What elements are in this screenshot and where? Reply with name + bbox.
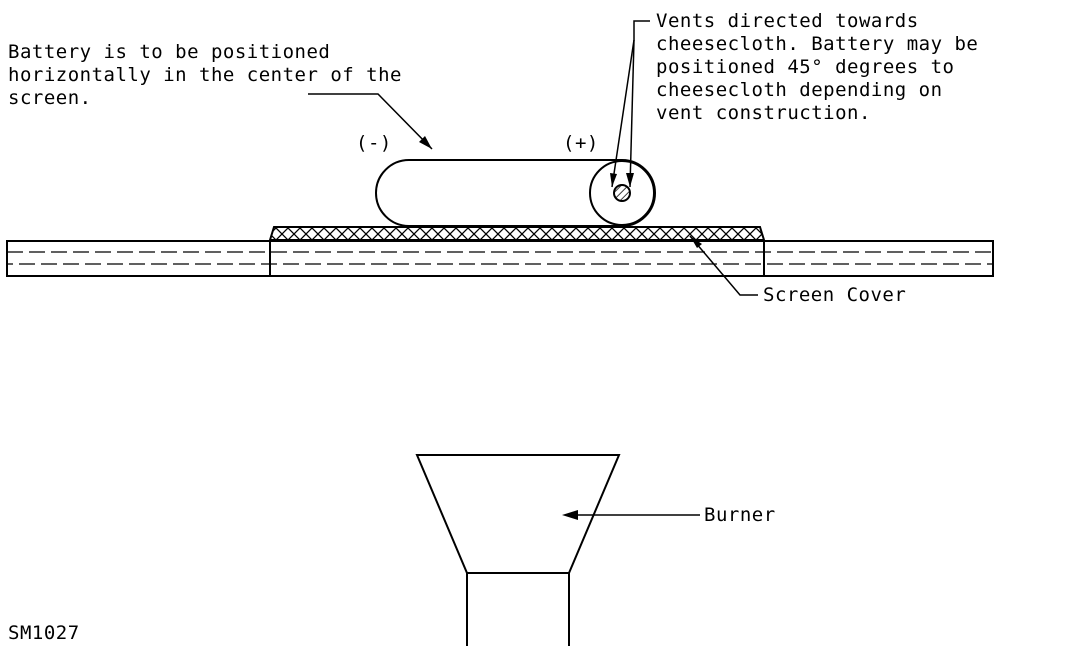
screen-board-outline — [6, 240, 994, 277]
vents-note-line-5: vent construction. — [656, 102, 871, 124]
battery-note-line-1: Battery is to be positioned — [8, 41, 330, 63]
vents-note-line-4: cheesecloth depending on — [656, 79, 943, 101]
battery-note-line-3: screen. — [8, 87, 92, 109]
vents-note-line-2: cheesecloth. Battery may be — [656, 33, 978, 55]
burner-stem — [466, 572, 570, 651]
battery-vent — [613, 184, 631, 202]
battery-note-leader — [308, 93, 433, 150]
battery-note-line-2: horizontally in the center of the — [8, 64, 402, 86]
positive-terminal-label: (+) — [563, 132, 599, 154]
vents-note: Vents directed towards cheesecloth. Batt… — [656, 10, 978, 124]
burner-arrowhead — [562, 510, 578, 520]
vents-arrowhead-1 — [610, 173, 617, 187]
screen-cover — [268, 226, 766, 241]
screen-cover-label: Screen Cover — [763, 284, 906, 306]
vents-leader-1 — [611, 20, 650, 188]
screen-board — [6, 240, 994, 277]
burner-head — [415, 454, 621, 574]
vents-arrowhead-2 — [626, 173, 634, 187]
burner-label: Burner — [704, 504, 776, 526]
burner — [415, 454, 621, 651]
screen-cover-arrowhead — [690, 236, 702, 248]
battery-positive-end — [589, 160, 655, 226]
vents-note-line-1: Vents directed towards — [656, 10, 919, 32]
vents-note-line-3: positioned 45° degrees to — [656, 56, 954, 78]
figure-id: SM1027 — [8, 622, 80, 644]
battery-position-note: Battery is to be positioned horizontally… — [8, 41, 402, 109]
battery-note-arrowhead — [419, 136, 432, 149]
negative-terminal-label: (-) — [356, 132, 392, 154]
screen-cover-leader — [689, 235, 758, 296]
